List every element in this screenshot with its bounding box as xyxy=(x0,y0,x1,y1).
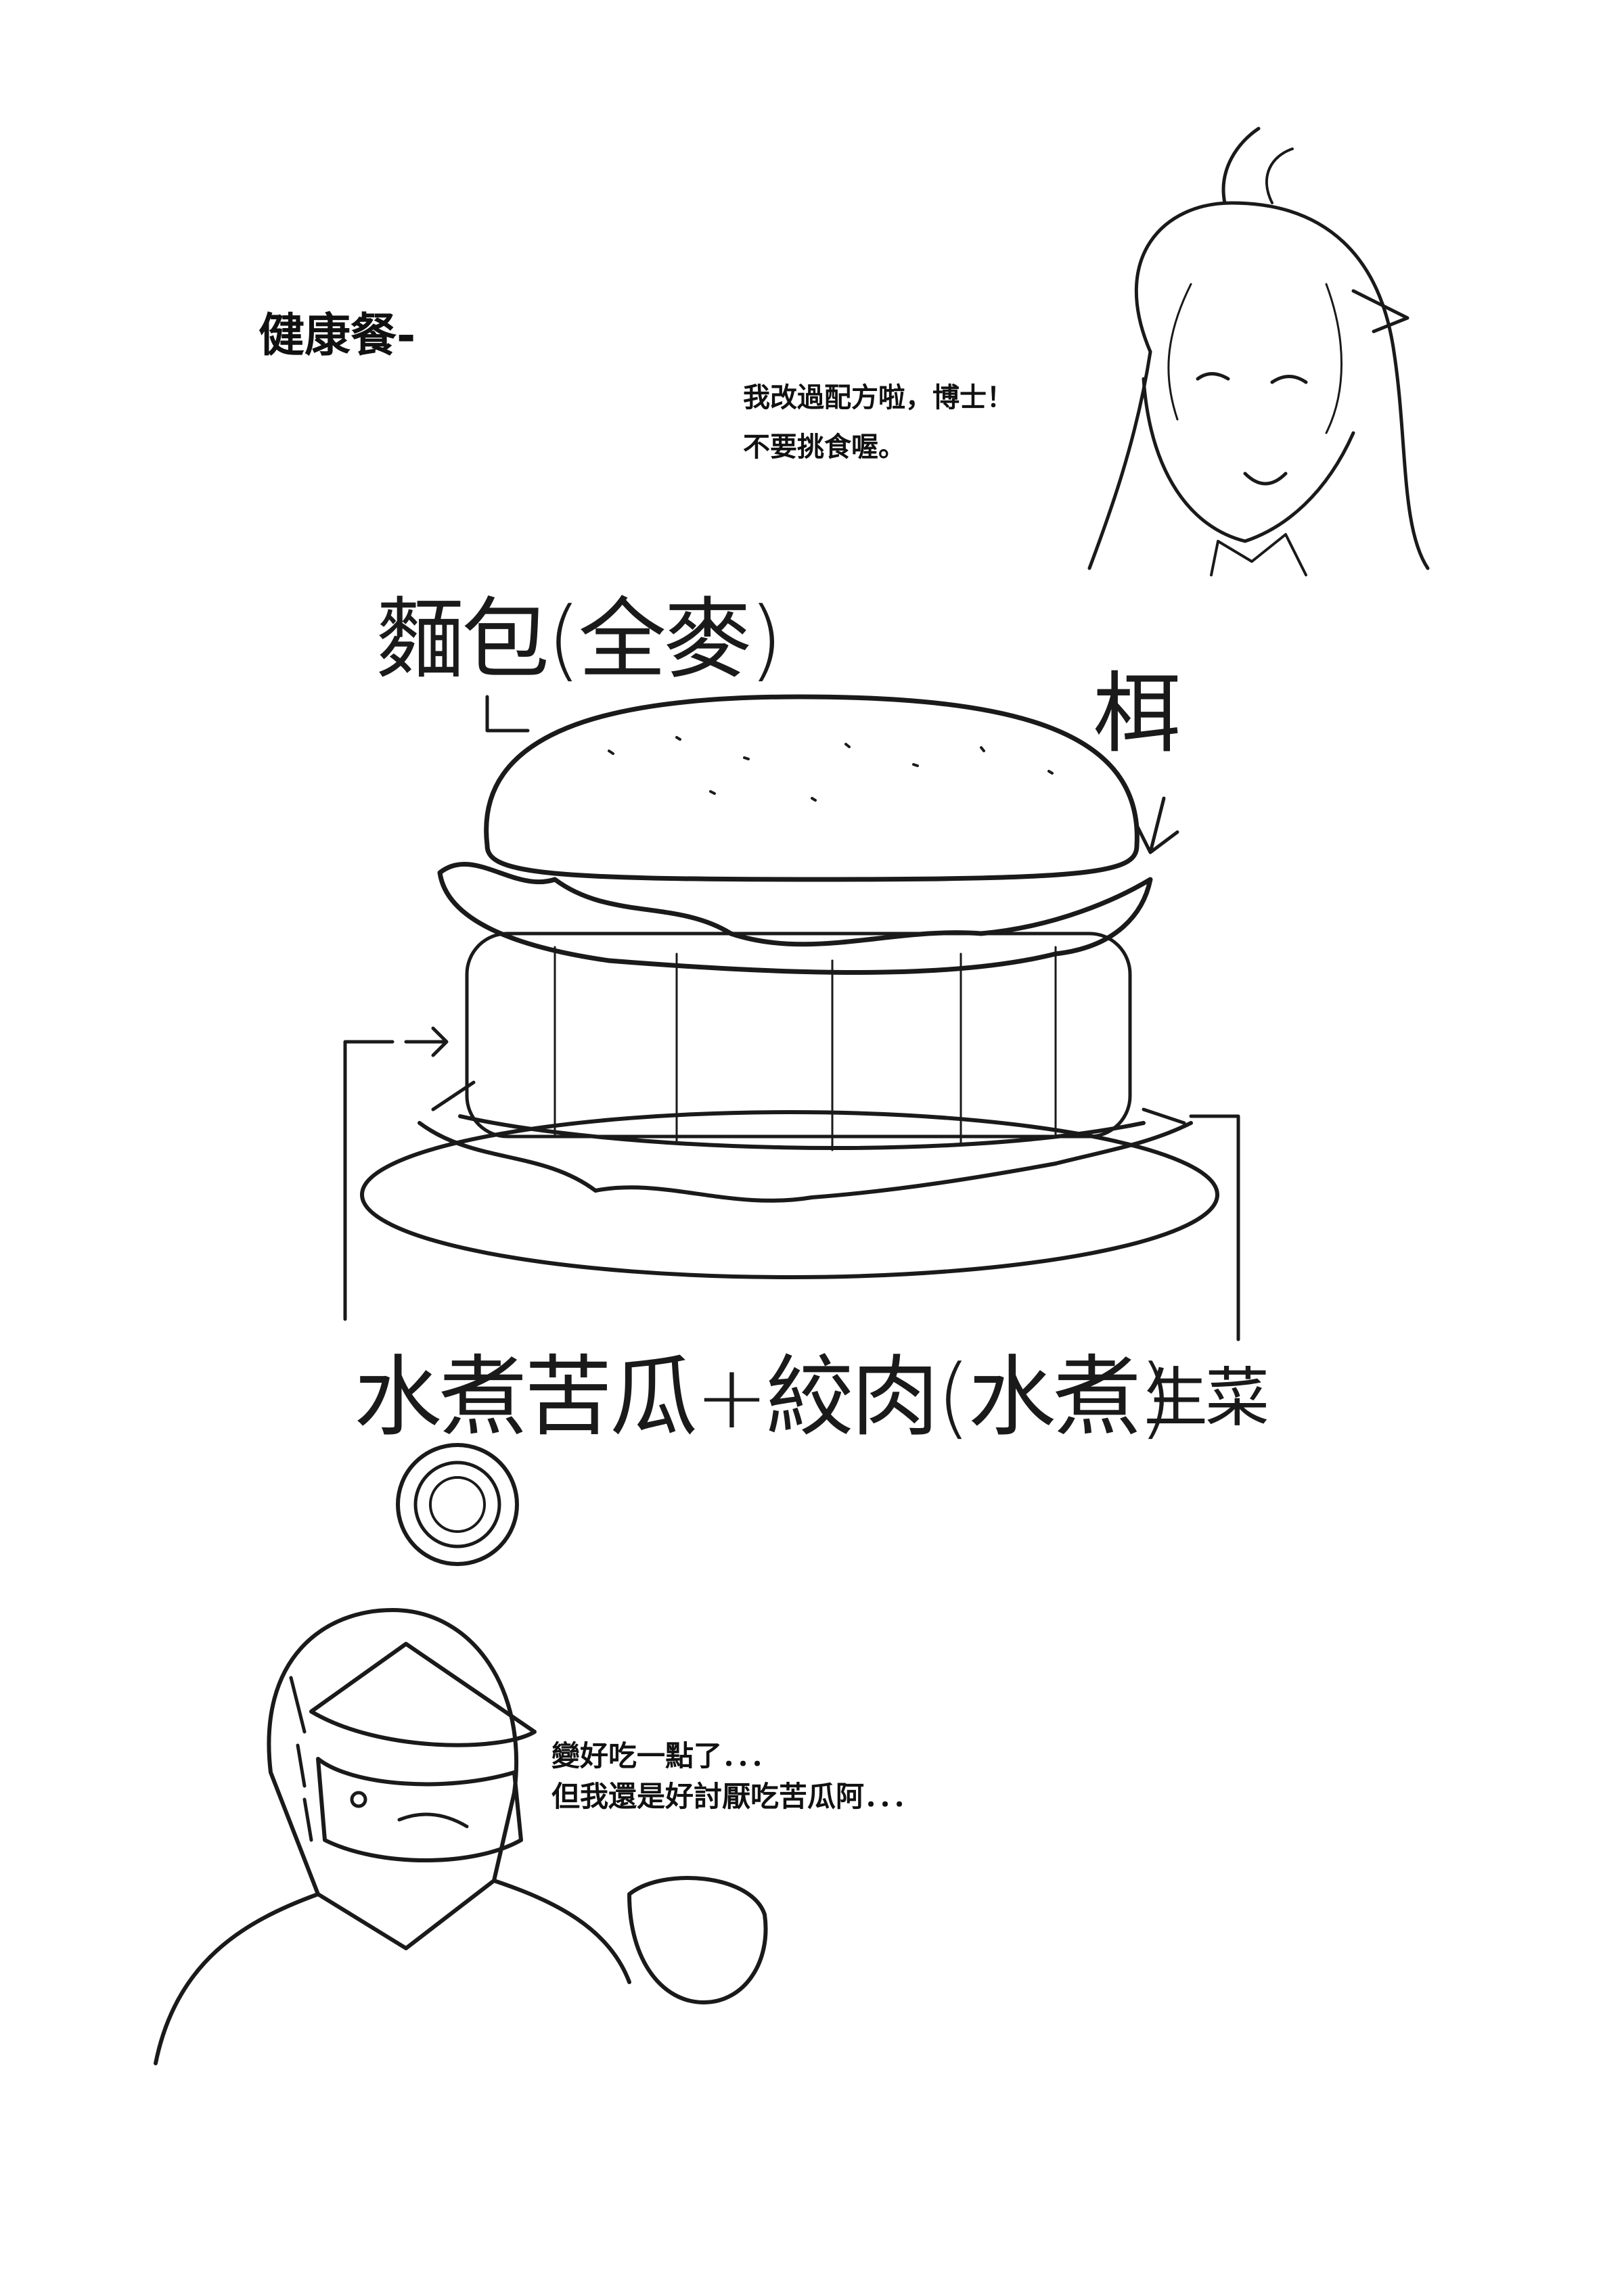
girl-speech-line1: 我改過配方啦，博士！ xyxy=(743,382,1014,413)
arrow-bread xyxy=(485,695,530,733)
bracket-lettuce xyxy=(1189,1114,1240,1341)
plate xyxy=(360,1110,1219,1279)
top-bun xyxy=(484,694,1140,882)
girl-portrait xyxy=(1087,127,1430,576)
hand-holding-burger xyxy=(627,1876,768,2004)
label-wood-ear: 栮 xyxy=(1093,662,1181,765)
doctor-speech-line1: 變好吃一點了．．． xyxy=(551,1739,780,1772)
label-lettuce: 生菜 xyxy=(1144,1361,1269,1436)
bracket-filling xyxy=(343,1026,449,1321)
wood-ear-layer xyxy=(437,862,1153,975)
label-bread: 麵包(全麥) xyxy=(376,588,783,691)
page-title: 健康餐- xyxy=(258,309,416,363)
burger-drawing xyxy=(343,694,1240,1341)
bitter-melon-layer xyxy=(465,932,1132,1139)
girl-speech-line2: 不要挑食喔。 xyxy=(743,432,905,463)
lettuce xyxy=(418,1121,1193,1203)
label-filling: 水煮苦瓜+絞肉(水煮) xyxy=(354,1346,1173,1448)
doctor-speech-line2: 但我還是好討厭吃苦瓜阿．．． xyxy=(551,1780,922,1813)
bitter-melon-slice xyxy=(396,1443,519,1566)
doctor-figure xyxy=(154,1608,768,2065)
arrow-wood-ear xyxy=(1135,796,1179,854)
